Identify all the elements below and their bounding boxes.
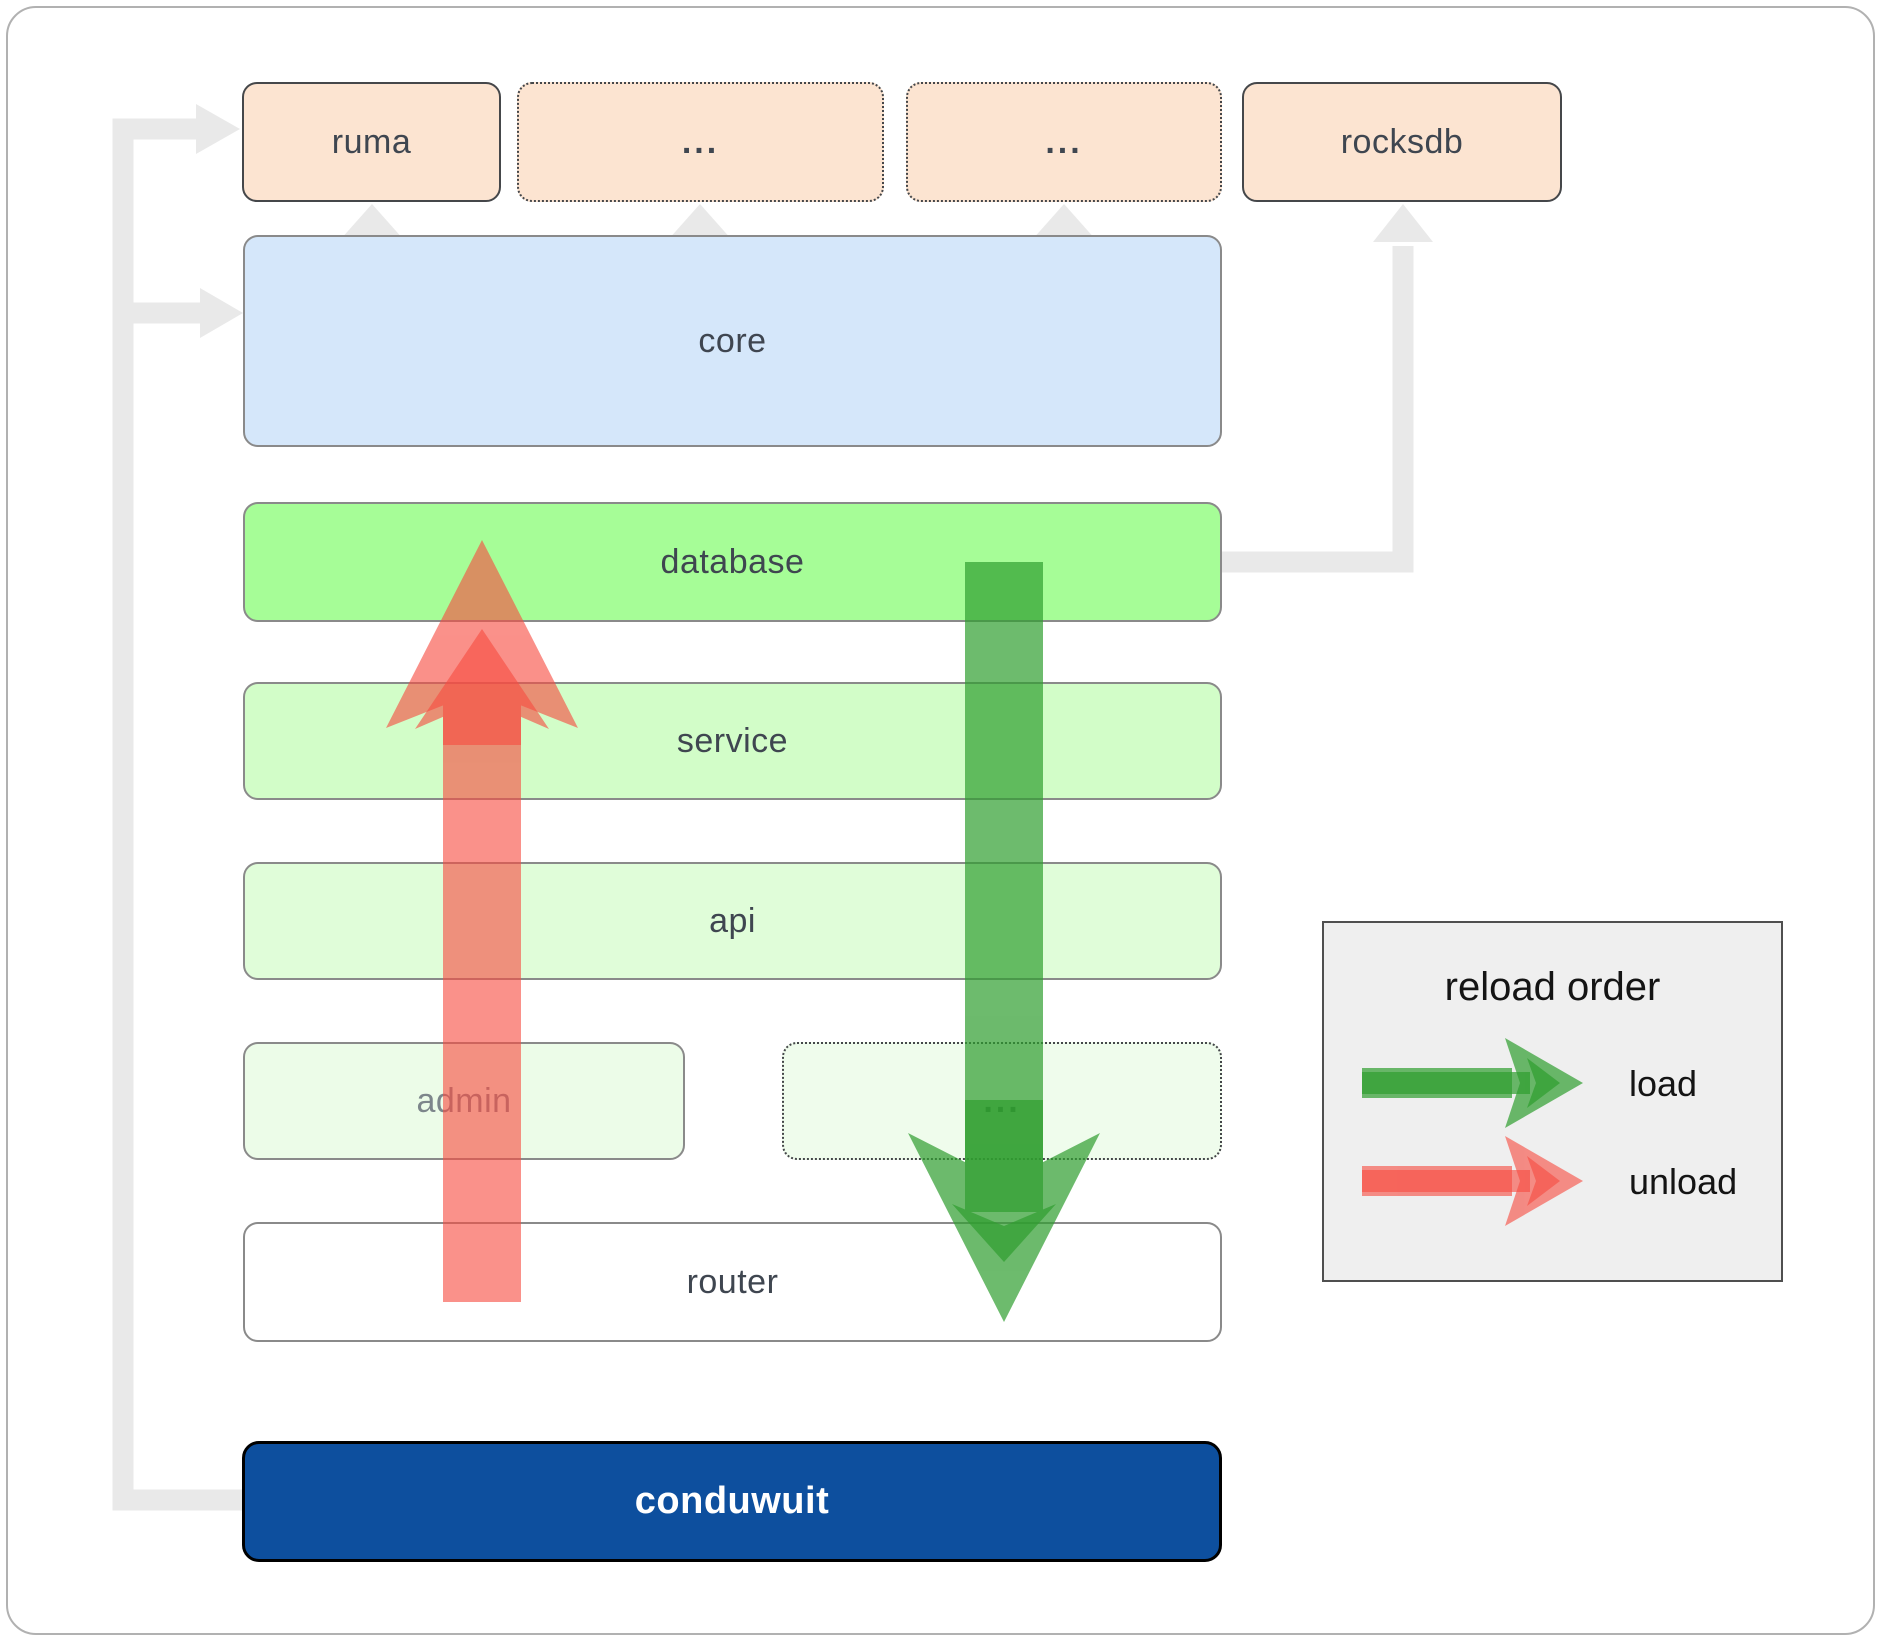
legend-reload-order: reload order load unload xyxy=(1322,921,1783,1282)
node-ellipsis-top-right-label: ... xyxy=(1045,122,1083,161)
node-ellipsis-mid: ... xyxy=(782,1042,1222,1160)
node-rocksdb: rocksdb xyxy=(1242,82,1562,202)
legend-load-label: load xyxy=(1629,1063,1698,1104)
node-core: core xyxy=(243,235,1222,447)
node-api: api xyxy=(243,862,1222,980)
node-service: service xyxy=(243,682,1222,800)
node-admin: admin xyxy=(243,1042,685,1160)
node-router: router xyxy=(243,1222,1222,1342)
node-core-label: core xyxy=(698,321,767,360)
node-ellipsis-top-right: ... xyxy=(906,82,1222,202)
node-ellipsis-top-left: ... xyxy=(517,82,884,202)
legend-title: reload order xyxy=(1444,965,1661,1009)
node-ellipsis-mid-label: ... xyxy=(983,1081,1021,1120)
legend-unload-label: unload xyxy=(1629,1161,1738,1202)
node-admin-label: admin xyxy=(416,1081,512,1120)
node-database: database xyxy=(243,502,1222,622)
node-ellipsis-top-left-label: ... xyxy=(681,122,720,161)
node-ruma: ruma xyxy=(242,82,501,202)
node-conduwuit: conduwuit xyxy=(242,1441,1222,1562)
node-database-label: database xyxy=(660,542,805,581)
node-api-label: api xyxy=(709,901,756,940)
node-service-label: service xyxy=(676,721,789,760)
node-rocksdb-label: rocksdb xyxy=(1340,122,1464,161)
node-router-label: router xyxy=(686,1262,779,1301)
node-ruma-label: ruma xyxy=(331,122,412,161)
diagram-outer-frame xyxy=(6,6,1875,1635)
node-conduwuit-label: conduwuit xyxy=(634,1480,830,1522)
